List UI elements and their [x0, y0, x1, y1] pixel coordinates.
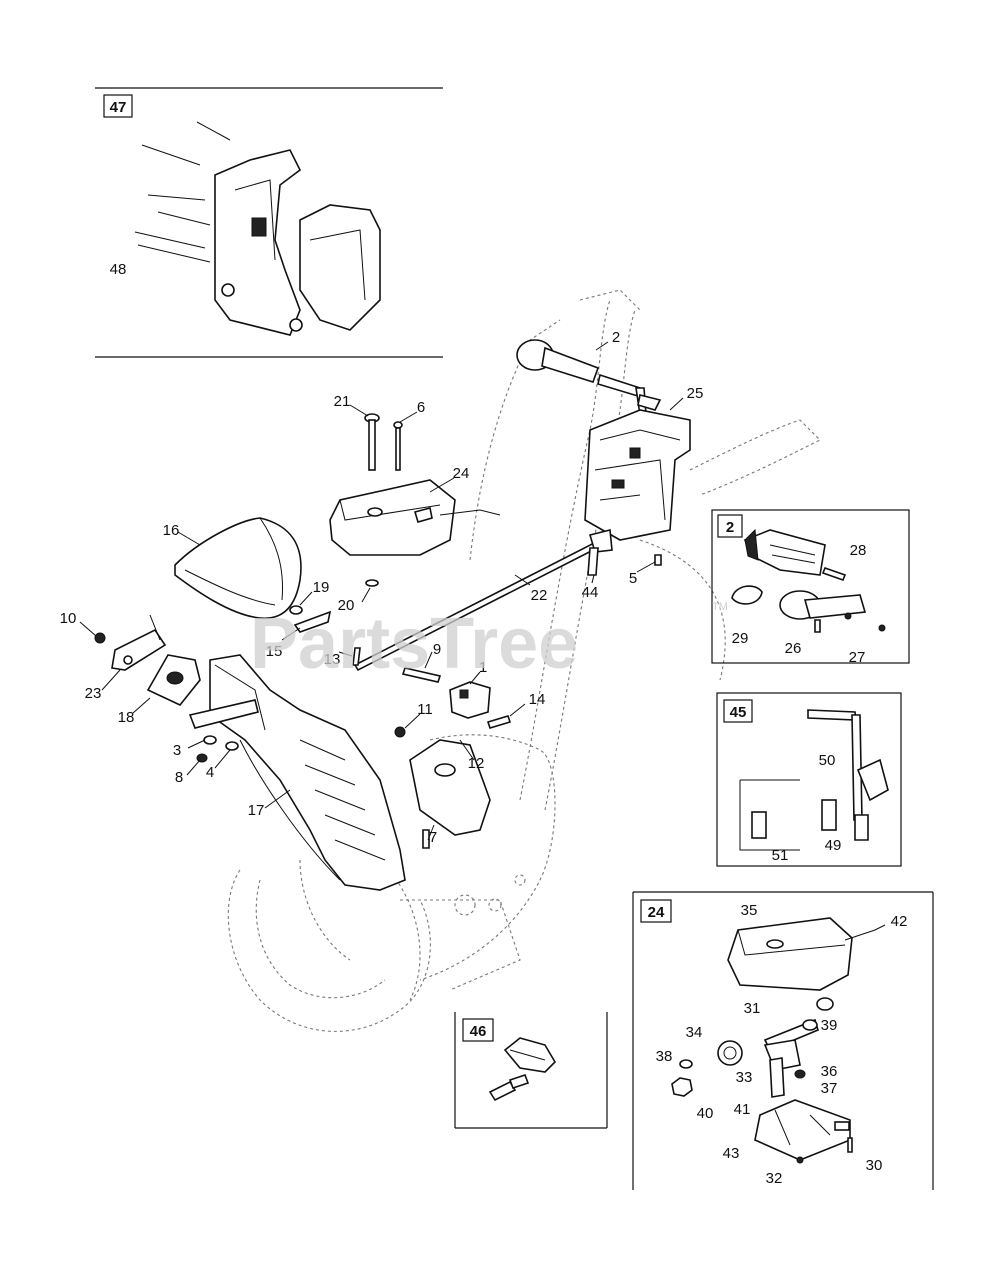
- callout-8: 8: [175, 769, 183, 786]
- bracket-1: [449, 681, 491, 719]
- spring-14: [486, 715, 512, 729]
- inset-47-tag: 47: [110, 99, 127, 116]
- inset-46: 46: [454, 1012, 608, 1129]
- chute-control-housing: [584, 394, 691, 541]
- callout-44: 44: [582, 584, 599, 601]
- inset-45-tag: 45: [730, 704, 747, 721]
- callout-23: 23: [85, 685, 102, 702]
- callout-49: 49: [825, 837, 842, 854]
- discharge-chute: [188, 654, 406, 891]
- callout-27: 27: [849, 649, 866, 666]
- washer-19: [289, 605, 303, 615]
- callout-42: 42: [891, 913, 908, 930]
- callout-4: 4: [206, 764, 214, 781]
- bracket-18: [146, 654, 201, 706]
- bolt-4: [225, 741, 239, 751]
- chute-cover: [329, 479, 501, 556]
- callout-15: 15: [266, 643, 283, 660]
- callout-14: 14: [529, 691, 546, 708]
- chute-deflector: [174, 517, 302, 620]
- watermark-text: PartsTree: [250, 604, 578, 684]
- callout-40: 40: [697, 1105, 714, 1122]
- callout-22: 22: [531, 587, 548, 604]
- callout-6: 6: [417, 399, 425, 416]
- callout-1: 1: [479, 659, 487, 676]
- pin-13: [352, 647, 361, 666]
- bolts-21-6: [364, 413, 403, 471]
- callout-21: 21: [334, 393, 351, 410]
- inset-24-tag: 24: [648, 904, 665, 921]
- callout-26: 26: [785, 640, 802, 657]
- callout-11: 11: [417, 701, 433, 718]
- callout-25: 25: [687, 385, 704, 402]
- inset-45: 45 50 51 49: [716, 692, 902, 867]
- inset-24: 24 35 42 31 39 34 38 36 33 37 40 41 43 3…: [632, 891, 934, 1190]
- callout-41: 41: [734, 1101, 751, 1118]
- callout-19: 19: [313, 579, 330, 596]
- callout-18: 18: [118, 709, 135, 726]
- callout-24: 24: [453, 465, 470, 482]
- inset-47: 47 48: [95, 87, 443, 358]
- callout-51: 51: [772, 847, 789, 864]
- callout-13: 13: [324, 651, 341, 668]
- inset-2: 2 28 29 26 27: [711, 509, 910, 666]
- callout-2: 2: [612, 329, 620, 346]
- chute-mount-12: [409, 739, 491, 836]
- washer-20: [365, 579, 379, 587]
- pivot-bracket-23: [111, 614, 167, 671]
- crank-handle: [516, 339, 647, 416]
- nut-10: [94, 632, 106, 644]
- washer-5: [654, 554, 662, 566]
- callout-32: 32: [766, 1170, 783, 1187]
- callout-16: 16: [163, 522, 180, 539]
- callout-37: 37: [821, 1080, 838, 1097]
- callout-36: 36: [821, 1063, 838, 1080]
- callout-12: 12: [468, 755, 485, 772]
- callout-43: 43: [723, 1145, 740, 1162]
- callout-28: 28: [850, 542, 867, 559]
- main-callouts: 2 25 21 6 24 16 19 20 22 44 5 10 15 13 9…: [60, 329, 704, 846]
- callout-38: 38: [656, 1048, 673, 1065]
- nut-11: [394, 726, 406, 738]
- callout-34: 34: [686, 1024, 703, 1041]
- callout-9: 9: [433, 641, 441, 658]
- callout-39: 39: [821, 1017, 838, 1034]
- callout-3: 3: [173, 742, 181, 759]
- bolt-9: [401, 667, 442, 683]
- callout-29: 29: [732, 630, 749, 647]
- callout-7: 7: [429, 829, 437, 846]
- watermark-trademark: TM: [712, 601, 728, 613]
- bolt-3: [203, 735, 217, 745]
- clip-44: [587, 547, 599, 576]
- callout-33: 33: [736, 1069, 753, 1086]
- callout-50: 50: [819, 752, 836, 769]
- callout-31: 31: [744, 1000, 761, 1017]
- callout-10: 10: [60, 610, 77, 627]
- chute-rod: [353, 528, 613, 672]
- callout-30: 30: [866, 1157, 883, 1174]
- callout-20: 20: [338, 597, 355, 614]
- callout-48: 48: [110, 261, 127, 278]
- nut-8: [196, 753, 208, 763]
- screw-7: [422, 829, 430, 849]
- main-leader-lines: [79, 341, 684, 841]
- callout-17: 17: [248, 802, 265, 819]
- inset-2-tag: 2: [726, 519, 734, 536]
- snowblower-ghost-outline: [227, 289, 821, 1032]
- callout-5: 5: [629, 570, 637, 587]
- callout-35: 35: [741, 902, 758, 919]
- inset-46-tag: 46: [470, 1023, 487, 1040]
